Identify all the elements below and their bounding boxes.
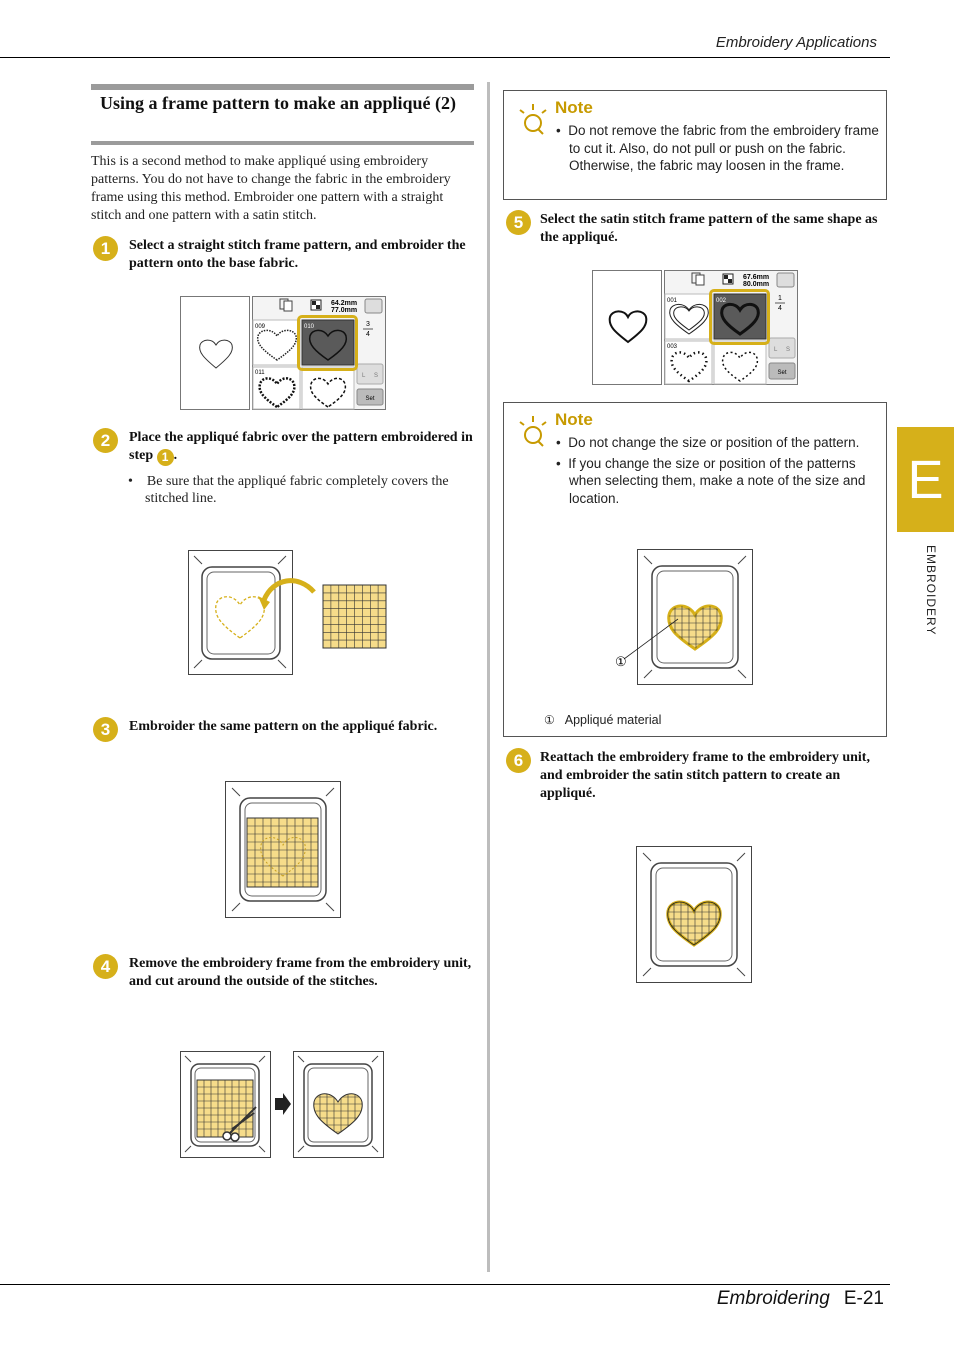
illustration-finished-applique (636, 846, 752, 983)
step-5: 5 Select the satin stitch frame pattern … (506, 210, 886, 247)
step-number: 4 (93, 954, 118, 979)
callout-number: ① (615, 654, 627, 669)
size-l-button[interactable]: L (774, 347, 778, 353)
bullet-text: Be sure that the appliqué fabric complet… (145, 474, 449, 506)
page-count: 4 (778, 305, 782, 312)
step-text: Place the appliqué fabric over the patte… (129, 430, 473, 463)
note-title: Note (555, 410, 593, 429)
arrow-right-icon (275, 1093, 291, 1115)
section-bottom-bar (91, 141, 474, 145)
step-text: Select the satin stitch frame pattern of… (540, 212, 878, 245)
screen1-height: 77.0mm (331, 307, 357, 314)
selection-highlight (709, 289, 770, 345)
step-text: Embroider the same pattern on the appliq… (129, 719, 438, 734)
section-intro: This is a second method to make appliqué… (91, 154, 451, 223)
cell-number: 009 (255, 324, 266, 330)
set-button[interactable]: Set (777, 370, 786, 376)
cell-number: 002 (716, 298, 727, 304)
lightbulb-icon (519, 104, 547, 135)
cell-number: 010 (304, 324, 315, 330)
page-footer: Embroidering E-21 (717, 1288, 884, 1310)
note-box-1: Note • Do not remove the fabric from the… (503, 90, 887, 200)
step-number: 3 (93, 717, 118, 742)
cell-number: 003 (667, 344, 678, 350)
page-count: 4 (366, 331, 370, 338)
step-3: 3 Embroider the same pattern on the appl… (93, 717, 473, 742)
set-button[interactable]: Set (365, 396, 374, 402)
page-indicator: 1 (778, 295, 782, 302)
column-divider (487, 82, 490, 1272)
illustration-embroider-applique (225, 781, 341, 918)
note-box-2: Note • Do not change the size or positio… (503, 402, 887, 737)
page-indicator: 3 (366, 321, 370, 328)
running-header: Embroidery Applications (715, 34, 877, 51)
cell-number: 001 (667, 298, 678, 304)
step-1: 1 Select a straight stitch frame pattern… (93, 236, 473, 273)
step-2-bullet: • Be sure that the appliqué fabric compl… (128, 474, 449, 506)
section-title: Using a frame pattern to make an appliqu… (100, 93, 456, 113)
cell-number: 011 (255, 370, 265, 376)
note-item: Do not remove the fabric from the embroi… (568, 123, 879, 173)
page-number: E-21 (843, 1288, 884, 1309)
step-text: Remove the embroidery frame from the emb… (129, 956, 472, 989)
step-number: 2 (93, 428, 118, 453)
applique-fabric (322, 584, 387, 649)
note-item: If you change the size or position of th… (568, 455, 866, 506)
memory-button[interactable] (776, 272, 795, 288)
step-6: 6 Reattach the embroidery frame to the e… (506, 748, 886, 803)
step-2: 2 Place the appliqué fabric over the pat… (93, 428, 473, 466)
size-s-button[interactable]: S (374, 373, 378, 379)
pattern-selection-screen-2: 67.6mm 80.0mm 001 002 003 1 4 L S Set (592, 270, 798, 385)
chapter-tab[interactable]: E (897, 427, 954, 532)
illustration-place-applique (188, 550, 388, 675)
illustration-cut-applique (180, 1051, 384, 1158)
legend-number: ① (544, 713, 555, 727)
step-reference: 1 (156, 448, 174, 466)
screen2-width: 67.6mm (743, 274, 769, 281)
step-text: Reattach the embroidery frame to the emb… (540, 750, 870, 801)
step-4: 4 Remove the embroidery frame from the e… (93, 954, 473, 991)
step-number: 5 (506, 210, 531, 235)
lightbulb-icon (519, 416, 547, 447)
footer-chapter: Embroidering (716, 1288, 830, 1309)
step-number: 6 (506, 748, 531, 773)
footer-rule (0, 1284, 890, 1285)
legend-label: Appliqué material (564, 713, 662, 727)
scissors-icon (222, 1106, 257, 1142)
size-l-button[interactable]: L (362, 373, 366, 379)
note-item: Do not change the size or position of th… (568, 435, 860, 450)
size-s-button[interactable]: S (786, 347, 790, 353)
illustration-applique-in-frame: ① (612, 549, 762, 686)
step-text: Select a straight stitch frame pattern, … (129, 238, 466, 271)
section-top-bar (91, 84, 474, 90)
note-title: Note (555, 98, 593, 117)
chapter-tab-label: EMBROIDERY (924, 545, 938, 636)
selection-highlight (297, 315, 358, 371)
screen1-width: 64.2mm (331, 300, 357, 307)
memory-button[interactable] (364, 298, 383, 314)
header-rule (0, 57, 890, 58)
pattern-selection-screen-1: 64.2mm 77.0mm 009 010 011 3 4 L S Set (180, 296, 386, 410)
screen2-height: 80.0mm (743, 281, 769, 288)
step-number: 1 (93, 236, 118, 261)
